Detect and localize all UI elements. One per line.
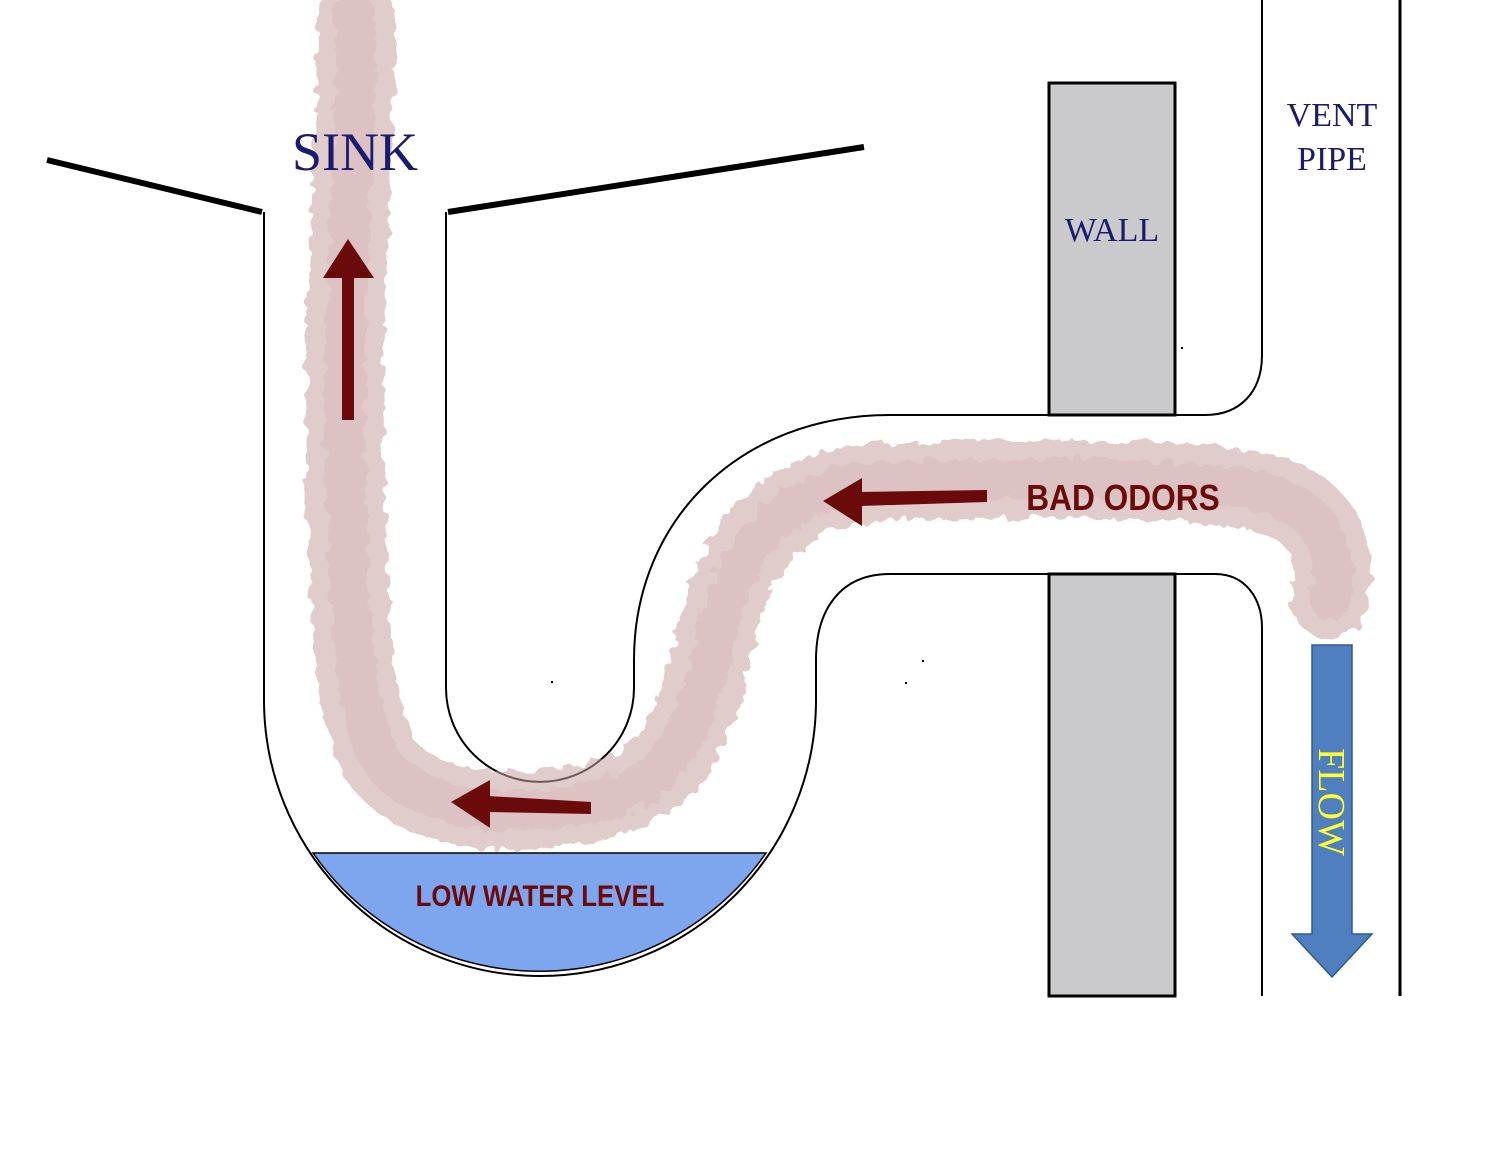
- p-trap-pipe: [263, 212, 1049, 977]
- stray-dots: [551, 347, 1183, 684]
- flow-label: FLOW: [1310, 748, 1352, 856]
- water-level: [311, 852, 768, 972]
- arrow-up-icon: [323, 239, 374, 420]
- odor-stream: [305, 0, 1372, 850]
- sink-basin: [46, 144, 865, 215]
- wall-upper: [1047, 81, 1177, 417]
- arrow-down-icon: [1290, 644, 1374, 979]
- low-water-label: LOW WATER LEVEL: [416, 879, 665, 912]
- sink-label: SINK: [292, 122, 418, 182]
- wall-lower: [1047, 572, 1177, 998]
- wall-label: WALL: [1065, 212, 1159, 249]
- arrow-left-icon: [451, 780, 591, 828]
- arrow-left-icon: [823, 478, 987, 526]
- vent-pipe-label-line2: PIPE: [1297, 141, 1367, 178]
- outlet-and-vent-pipe: [1175, 0, 1402, 996]
- vent-pipe-label-line1: VENT: [1287, 97, 1378, 134]
- bad-odors-label: BAD ODORS: [1026, 478, 1220, 518]
